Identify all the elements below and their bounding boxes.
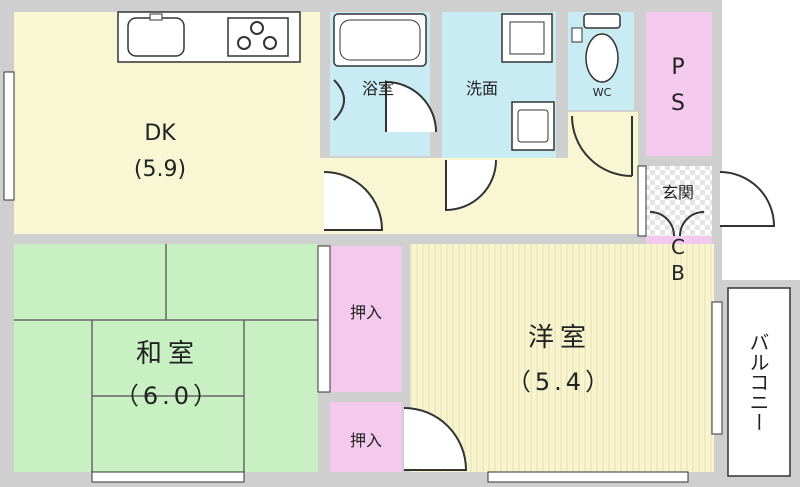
entrance-inner-door-icon — [649, 211, 705, 237]
room-entrance — [646, 166, 712, 236]
burner-icon — [250, 21, 264, 35]
dk-size: (5.9) — [134, 157, 186, 182]
window-left — [3, 71, 15, 201]
toilet-bowl-icon — [585, 33, 619, 83]
bath-label: 浴室 — [362, 79, 394, 98]
yoshitsu-label: 洋室 — [528, 323, 592, 353]
paper-holder-icon — [571, 27, 583, 43]
dk-door-icon — [323, 171, 384, 231]
washroom-label: 洗面 — [466, 79, 498, 98]
yoshitsu-size: （5.4） — [507, 368, 613, 396]
toilet-floor-lower — [568, 112, 638, 158]
tatami-mats — [14, 244, 318, 472]
room-closet-2 — [330, 402, 402, 472]
stove-icon — [227, 17, 289, 57]
washitsu-window — [91, 471, 245, 483]
closet-sliding-door — [317, 245, 331, 393]
yoshitsu-door-icon — [403, 407, 468, 471]
ps-label-line1: P — [671, 55, 684, 80]
entrance-label: 玄関 — [662, 183, 694, 202]
burner-icon — [237, 36, 251, 50]
washer-drum-icon — [509, 21, 545, 55]
bath-door-icon — [385, 80, 437, 133]
sink-icon — [127, 17, 185, 57]
wc-door-icon — [571, 115, 633, 177]
bath-fold-icon — [333, 79, 345, 121]
balcony — [727, 287, 791, 477]
dk-label: DK — [144, 121, 176, 146]
washitsu-size: （6.0） — [115, 382, 221, 410]
ps-label-line2: S — [671, 91, 685, 116]
faucet-icon — [149, 13, 163, 21]
wc-label: WC — [593, 86, 612, 99]
closet-2-label: 押入 — [350, 431, 382, 450]
room-closet-1 — [330, 246, 402, 392]
shoe-box-line2: B — [671, 261, 685, 285]
washroom-door-icon — [445, 159, 497, 212]
entrance-step — [637, 165, 647, 237]
yoshitsu-window-bottom — [487, 471, 689, 483]
yoshitsu-window-right — [711, 301, 723, 435]
balcony-label: バルコニー — [746, 332, 770, 432]
room-yoshitsu — [410, 244, 714, 472]
room-ps — [646, 12, 712, 156]
bathtub-inner-icon — [339, 19, 421, 61]
closet-1-label: 押入 — [350, 303, 382, 322]
entrance-door-icon — [719, 171, 776, 227]
shoe-box-line1: C — [671, 235, 685, 259]
washitsu-label: 和室 — [136, 339, 200, 369]
toilet-tank-icon — [583, 13, 621, 29]
basin-icon — [517, 109, 549, 143]
burner-icon — [263, 36, 277, 50]
